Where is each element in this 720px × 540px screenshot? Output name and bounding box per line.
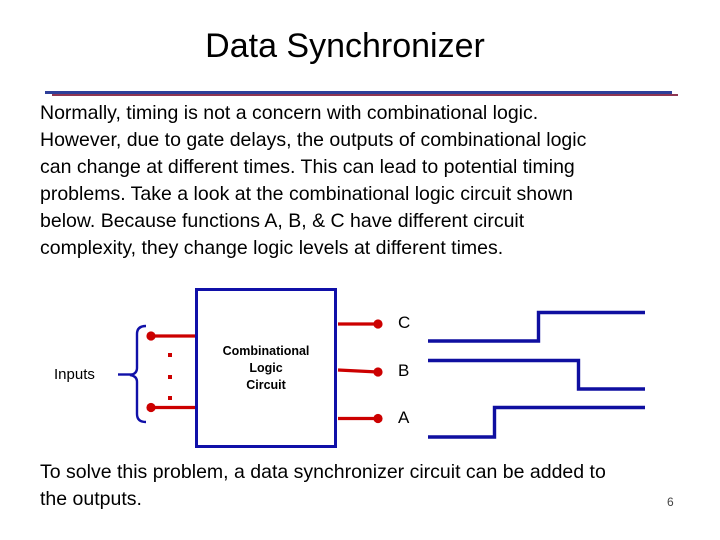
output-node-a xyxy=(373,413,383,424)
title-divider-blue-line xyxy=(45,91,672,94)
inputs-ellipsis-dot-1 xyxy=(168,353,172,357)
slide-title: Data Synchronizer xyxy=(205,27,485,65)
output-label-b: B xyxy=(398,361,410,380)
waveform-b xyxy=(428,358,645,391)
inputs-label: Inputs xyxy=(54,366,95,383)
input-node-top xyxy=(146,331,156,341)
combinational-logic-box: Combinational Logic Circuit xyxy=(195,288,337,448)
waveform-a xyxy=(428,405,645,439)
output-wire-b xyxy=(337,368,379,374)
output-node-b xyxy=(373,367,383,377)
input-node-bottom xyxy=(146,402,156,413)
body-paragraph: Normally, timing is not a concern with c… xyxy=(40,102,587,259)
inputs-ellipsis-dot-2 xyxy=(168,375,172,379)
footer-paragraph: To solve this problem, a data synchroniz… xyxy=(40,461,606,510)
waveform-c xyxy=(428,310,645,343)
logic-box-label: Combinational Logic Circuit xyxy=(222,343,310,392)
output-node-c xyxy=(373,319,383,329)
output-label-c: C xyxy=(398,313,411,332)
output-label-a: A xyxy=(398,408,410,427)
inputs-ellipsis-dot-3 xyxy=(168,396,172,400)
inputs-brace-icon xyxy=(129,324,147,424)
page-number: 6 xyxy=(667,495,674,509)
title-divider-red-shadow xyxy=(52,94,678,96)
